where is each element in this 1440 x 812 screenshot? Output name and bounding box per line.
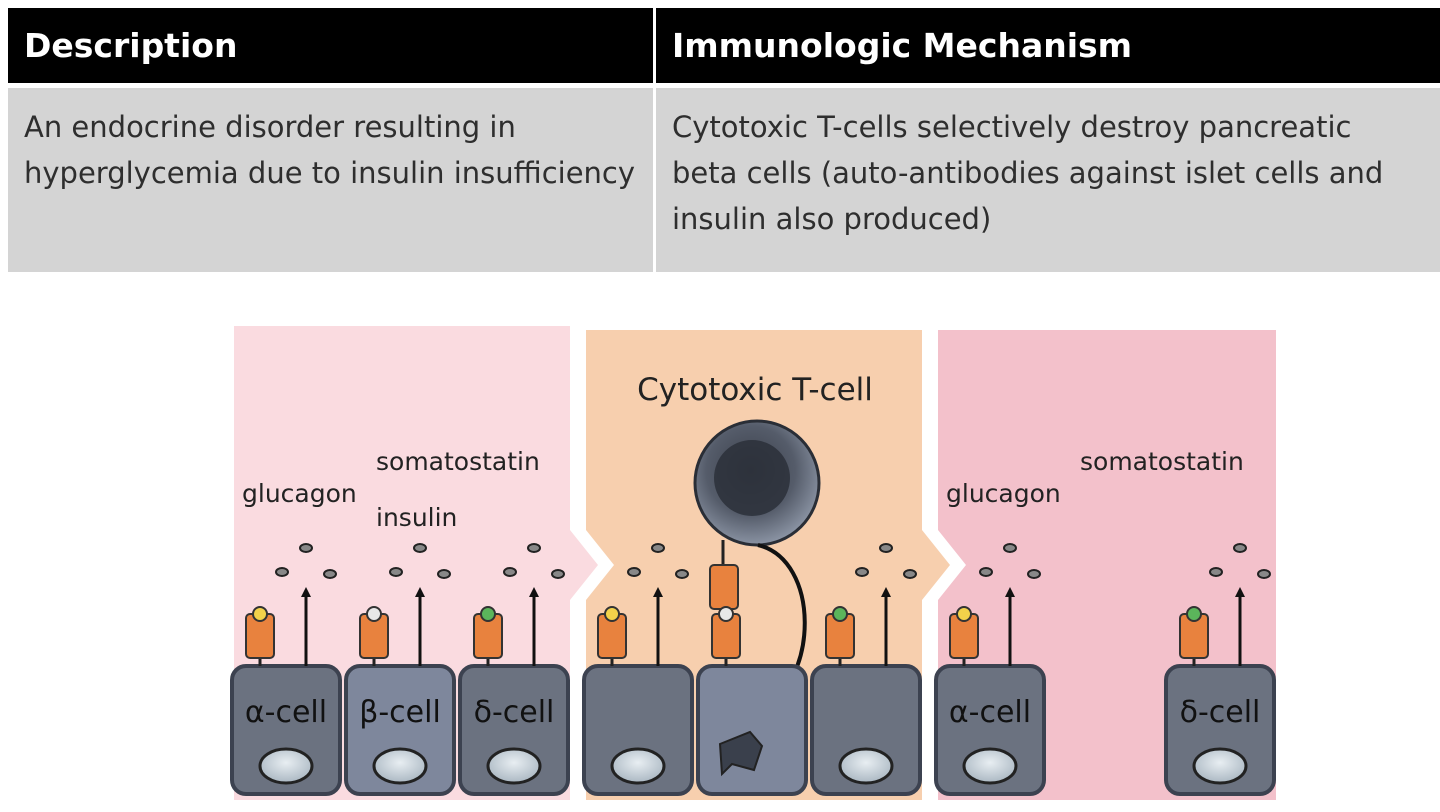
granule-icon [903,569,917,579]
cell-type-label: α-cell [949,695,1031,730]
cell-description: An endocrine disorder resulting in hyper… [8,88,653,272]
cell-body [582,664,694,796]
ligand-icon [1186,606,1202,622]
ligand-icon [832,606,848,622]
granule-icon [1257,569,1271,579]
granule-icon [675,569,689,579]
cell-body [230,664,342,796]
cell-body [344,664,456,796]
granule-icon [627,567,641,577]
cell-type-label: δ-cell [474,695,555,730]
ligand-icon [604,606,620,622]
cell-fragment-icon [718,730,764,777]
info-table: Description Immunologic Mechanism An end… [8,8,1440,272]
granule-icon [413,543,427,553]
glucagon-label: glucagon [242,479,357,508]
ligand-icon [718,606,734,622]
granule-icon [527,543,541,553]
granule-icon [275,567,289,577]
ligand-icon [480,606,496,622]
nucleus-icon [258,747,314,785]
cell-immunologic-mechanism: Cytotoxic T-cells selectively destroy pa… [656,88,1440,272]
glucagon-label-right: glucagon [946,479,1061,508]
tcell-icon [693,419,821,715]
ligand-icon [366,606,382,622]
somatostatin-label-right: somatostatin [1080,447,1244,476]
cell-body [696,664,808,796]
nucleus-icon [1192,747,1248,785]
cell-body [1164,664,1276,796]
granule-icon [651,543,665,553]
granule-icon [1027,569,1041,579]
granule-icon [551,569,565,579]
granule-icon [437,569,451,579]
insulin-label: insulin [376,503,457,532]
cell-body [810,664,922,796]
granule-icon [855,567,869,577]
ligand-icon [252,606,268,622]
granule-icon [503,567,517,577]
somatostatin-label: somatostatin [376,447,540,476]
nucleus-icon [838,747,894,785]
granule-icon [879,543,893,553]
nucleus-icon [486,747,542,785]
islet-cells: α-cell β-cell δ-cell α-cell δ-cell [230,543,1276,796]
header-immunologic-mechanism: Immunologic Mechanism [656,8,1440,83]
cell-body [458,664,570,796]
granule-icon [979,567,993,577]
granule-icon [1003,543,1017,553]
header-description: Description [8,8,653,83]
cell-body [934,664,1046,796]
nucleus-icon [962,747,1018,785]
cell-type-label: β-cell [359,695,441,730]
granule-icon [389,567,403,577]
cell-type-label: α-cell [245,695,327,730]
ligand-icon [956,606,972,622]
granule-icon [323,569,337,579]
granule-icon [299,543,313,553]
nucleus-icon [610,747,666,785]
nucleus-icon [372,747,428,785]
tcell-title: Cytotoxic T-cell [637,372,873,408]
granule-icon [1233,543,1247,553]
granule-icon [1209,567,1223,577]
cell-type-label: δ-cell [1180,695,1261,730]
